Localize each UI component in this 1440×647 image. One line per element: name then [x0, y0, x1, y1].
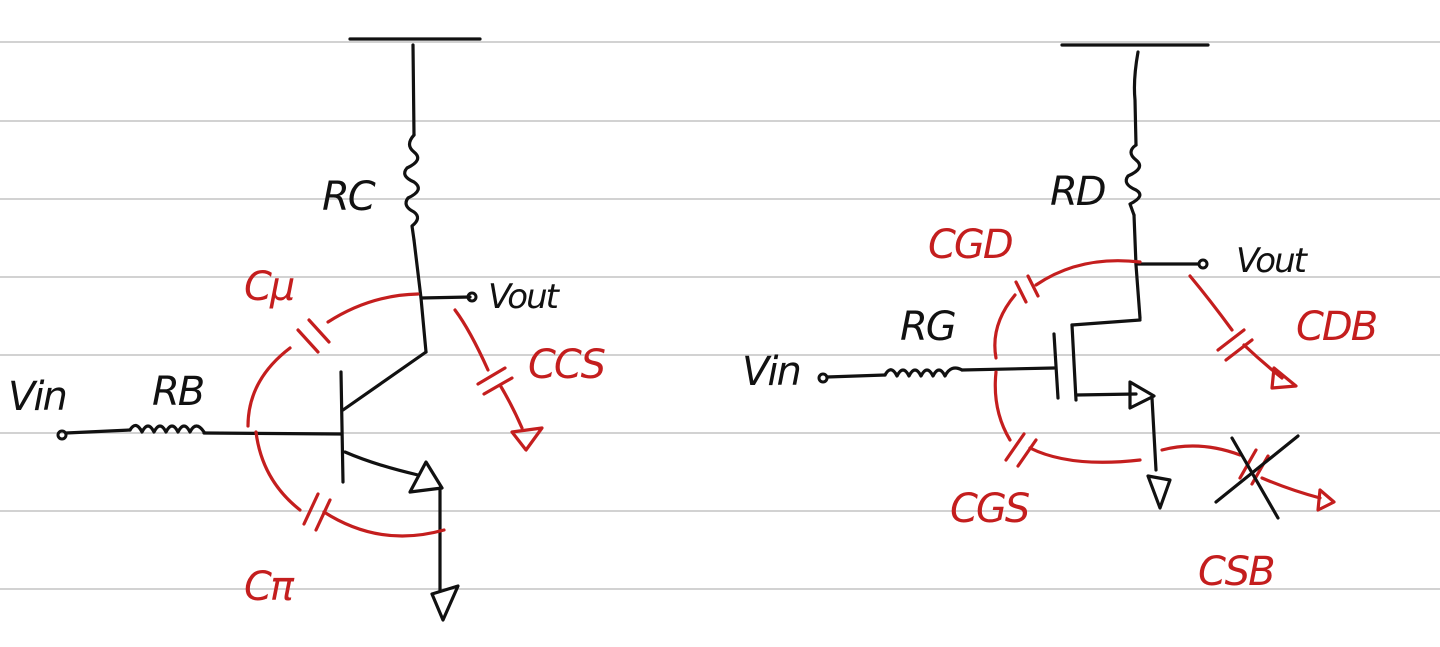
mosfet-gate-plate	[1052, 332, 1060, 400]
mosfet-input-label: Vin	[742, 349, 800, 395]
csb-wire	[1160, 444, 1322, 500]
cpi-label: Cπ	[244, 564, 295, 610]
cdb-ground-symbol	[1270, 366, 1298, 390]
mosfet-red-parasitics	[993, 259, 1336, 512]
cpi-capacitor	[302, 492, 332, 532]
bjt-black-wiring	[56, 37, 482, 622]
mosfet-channel	[1070, 323, 1078, 402]
gate-resistor	[883, 366, 964, 378]
cgd-wire	[993, 259, 1142, 360]
mosfet-drain-connection	[1070, 318, 1142, 327]
cdb-capacitor	[1216, 328, 1254, 362]
mosfet-output-terminal	[1197, 258, 1209, 270]
base-resistor-label: RB	[152, 369, 203, 415]
mosfet-input-wire	[825, 373, 887, 379]
input-terminal	[56, 429, 68, 441]
gate-resistor-label: RG	[900, 304, 955, 350]
cgd-capacitor	[1014, 274, 1040, 304]
cdb-wire	[1188, 274, 1284, 380]
cpi-wire	[254, 430, 446, 538]
bjt-base-bar	[339, 370, 345, 484]
output-terminal	[466, 291, 478, 303]
input-wire	[64, 428, 132, 435]
bjt-input-label: Vin	[8, 374, 66, 420]
base-wire	[202, 431, 343, 436]
bjt-red-parasitics	[246, 292, 544, 538]
ruled-lines	[0, 41, 1440, 590]
mosfet-source-arrow	[1128, 380, 1156, 410]
cmu-capacitor	[296, 318, 331, 354]
drain-resistor	[1124, 143, 1142, 217]
cgs-capacitor	[1004, 432, 1038, 468]
collector-wire	[412, 238, 428, 354]
bjt-emitter-arrow	[408, 460, 444, 494]
cgd-label: CGD	[928, 222, 1012, 268]
collector-supply-wire	[411, 43, 416, 137]
cgs-label: CGS	[950, 486, 1030, 532]
drain-wire	[1132, 213, 1142, 320]
gate-wire	[960, 366, 1056, 372]
mosfet-output-label: Vout	[1236, 241, 1309, 281]
cmu-wire	[246, 292, 420, 428]
csb-strikeout	[1214, 434, 1300, 520]
bjt-emitter-leg	[343, 450, 420, 477]
bjt-labels: Vin RB RC Vout Cμ Cπ CCS	[8, 174, 608, 610]
ccs-capacitor	[476, 366, 514, 396]
drain-resistor-label: RD	[1050, 169, 1105, 215]
source-wire	[1150, 396, 1158, 472]
mosfet-black-wiring	[817, 43, 1210, 510]
cmu-label: Cμ	[244, 264, 294, 310]
base-resistor	[128, 423, 206, 434]
bjt-collector-leg	[341, 350, 428, 412]
mosfet-labels: Vin RG RD Vout CGD CGS CDB CSB	[742, 169, 1378, 595]
collector-resistor-label: RC	[322, 174, 376, 220]
ccs-label: CCS	[528, 342, 606, 388]
source-ground-symbol	[1146, 474, 1172, 510]
ccs-wire	[453, 308, 524, 430]
output-wire	[419, 295, 472, 300]
ccs-ground-symbol	[510, 426, 544, 452]
bjt-circuit: Vin RB RC Vout Cμ Cπ CCS	[8, 37, 608, 622]
collector-resistor	[403, 133, 420, 242]
bjt-output-label: Vout	[488, 277, 561, 317]
csb-ground-symbol	[1316, 488, 1336, 512]
cgs-wire	[993, 370, 1142, 464]
mosfet-source-connection	[1074, 392, 1138, 397]
csb-label: CSB	[1198, 549, 1274, 595]
emitter-ground-symbol	[430, 584, 460, 622]
drain-supply-wire	[1132, 50, 1140, 147]
cdb-label: CDB	[1296, 304, 1376, 350]
mosfet-circuit: Vin RG RD Vout CGD CGS CDB CSB	[742, 43, 1378, 595]
